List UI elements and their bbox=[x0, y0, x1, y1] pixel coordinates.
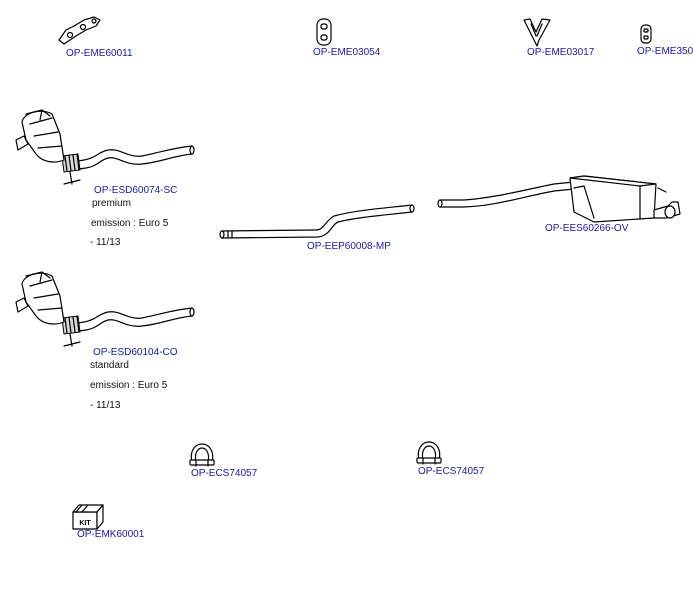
part-ecs74057-2[interactable]: OP-ECS74057 bbox=[413, 438, 503, 482]
part-ees60266[interactable]: OP-EES60266-OV bbox=[434, 174, 689, 240]
part-code[interactable]: OP-ESD60104-CO bbox=[93, 347, 178, 358]
part-code[interactable]: OP-EME03017 bbox=[527, 47, 595, 58]
part-eme03054[interactable]: OP-EME03054 bbox=[308, 16, 398, 60]
part-eep60008[interactable]: OP-EEP60008-MP bbox=[216, 198, 416, 258]
part-code[interactable]: OP-ESD60074-SC bbox=[94, 185, 178, 196]
part-code[interactable]: OP-EME03054 bbox=[313, 47, 381, 58]
part-esd60074[interactable]: OP-ESD60074-SC premium emission : Euro 5… bbox=[12, 104, 202, 254]
mounting-kit-icon: KIT bbox=[72, 504, 104, 530]
v-bracket-icon bbox=[523, 18, 551, 47]
part-ecs74057-1[interactable]: OP-ECS74057 bbox=[186, 440, 276, 484]
kit-label: KIT bbox=[79, 520, 91, 527]
part-note-date: - 11/13 bbox=[90, 237, 121, 248]
part-eme60011[interactable]: OP-EME60011 bbox=[50, 12, 150, 60]
particulate-filter-icon bbox=[15, 271, 195, 347]
part-esd60104[interactable]: OP-ESD60104-CO standard emission : Euro … bbox=[12, 266, 202, 416]
part-emk60001[interactable]: KIT OP-EMK60001 bbox=[70, 500, 160, 544]
part-code[interactable]: OP-EES60266-OV bbox=[545, 223, 629, 234]
particulate-filter-icon bbox=[15, 109, 195, 185]
part-note-grade: premium bbox=[92, 198, 131, 209]
part-note-grade: standard bbox=[90, 360, 129, 371]
part-code[interactable]: OP-EME60011 bbox=[66, 48, 133, 59]
rear-silencer-icon bbox=[437, 175, 681, 223]
pipe-clamp-icon bbox=[189, 443, 215, 467]
rubber-mount-icon bbox=[316, 18, 332, 46]
pipe-clamp-icon bbox=[416, 441, 442, 465]
part-code[interactable]: OP-ECS74057 bbox=[191, 468, 258, 479]
part-eme350[interactable]: OP-EME350 bbox=[632, 16, 693, 60]
rubber-mount-icon bbox=[640, 24, 652, 44]
part-note-date: - 11/13 bbox=[90, 400, 121, 411]
part-code[interactable]: OP-EME350 bbox=[637, 46, 693, 57]
part-note-emission: emission : Euro 5 bbox=[90, 380, 168, 391]
part-code[interactable]: OP-ECS74057 bbox=[418, 466, 485, 477]
part-note-emission: emission : Euro 5 bbox=[91, 218, 169, 229]
intermediate-pipe-icon bbox=[219, 204, 415, 239]
hanger-bracket-icon bbox=[58, 16, 101, 45]
part-eme03017[interactable]: OP-EME03017 bbox=[522, 16, 612, 60]
part-code[interactable]: OP-EEP60008-MP bbox=[307, 241, 391, 252]
part-code[interactable]: OP-EMK60001 bbox=[77, 529, 145, 540]
